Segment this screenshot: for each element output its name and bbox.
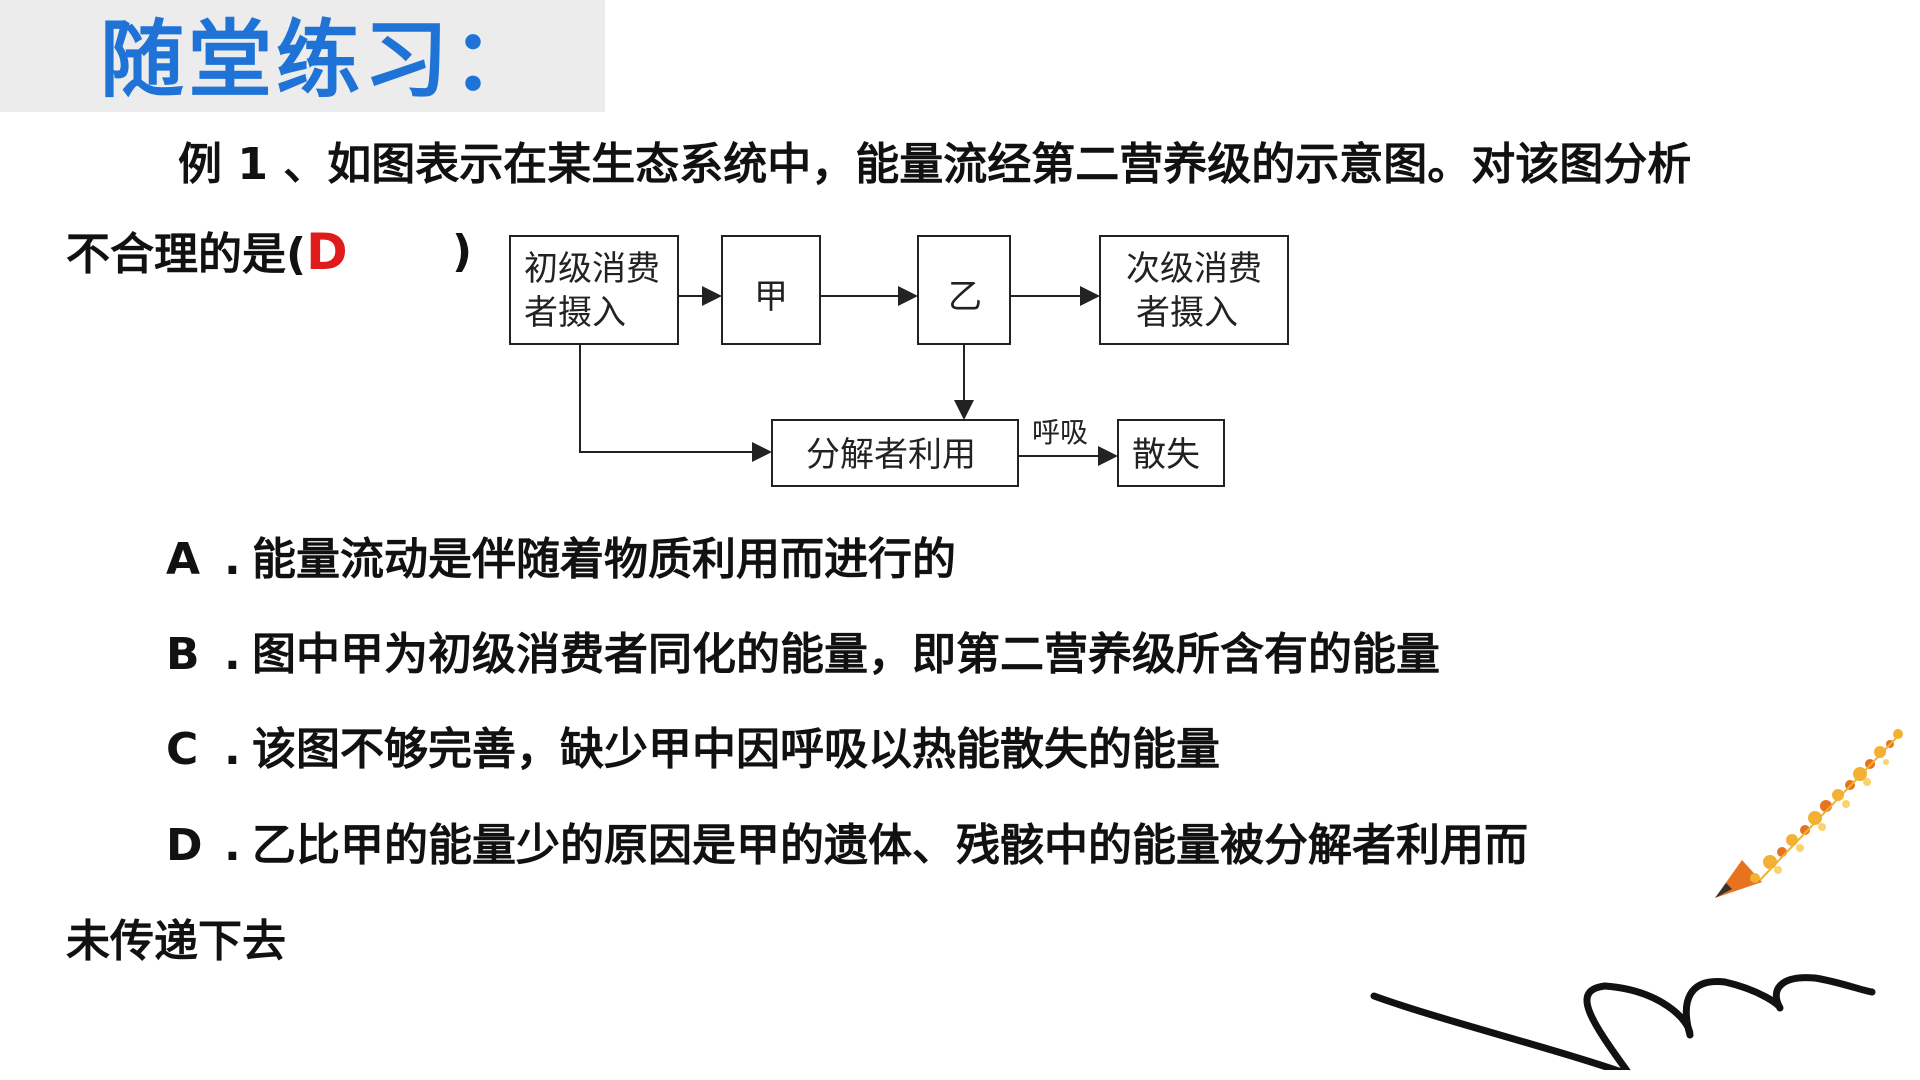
option-a-letter: A (166, 534, 201, 585)
page-title: 随堂练习： (100, 11, 541, 109)
option-d: D.乙比甲的能量少的原因是甲的遗体、残骸中的能量被分解者利用而 (166, 816, 1528, 876)
label-lost: 散失 (1132, 435, 1200, 475)
box-decomposer (771, 419, 1019, 487)
option-b-text: 图中甲为初级消费者同化的能量，即第二营养级所含有的能量 (252, 629, 1440, 680)
label-yi: 乙 (948, 277, 982, 317)
option-b-letter: B (166, 629, 200, 680)
title-bar (0, 0, 605, 112)
option-d-letter: D (166, 820, 203, 871)
label-secondary-l1: 次级消费 (1126, 249, 1262, 289)
question-close-paren: ) (452, 226, 473, 277)
pencil-decoration (1370, 729, 1903, 1070)
option-c-letter: C (166, 724, 199, 775)
label-primary-l2: 者摄入 (524, 293, 626, 333)
label-respiration: 呼吸 (1032, 416, 1088, 449)
label-decomposer: 分解者利用 (806, 435, 976, 475)
option-c: C.该图不够完善，缺少甲中因呼吸以热能散失的能量 (166, 720, 1220, 780)
option-c-text: 该图不够完善，缺少甲中因呼吸以热能散失的能量 (252, 724, 1220, 775)
box-lost (1117, 419, 1225, 487)
option-d-continuation: 未传递下去 (66, 916, 286, 967)
scribble-line (1370, 974, 1876, 1070)
pencil-icon (1715, 729, 1903, 898)
box-secondary-intake (1099, 235, 1289, 345)
question-line-1: 例 1 、如图表示在某生态系统中，能量流经第二营养级的示意图。对该图分析 (178, 139, 1692, 190)
box-yi (917, 235, 1011, 345)
option-a-text: 能量流动是伴随着物质利用而进行的 (252, 534, 956, 585)
energy-flow-diagram: 初级消费 者摄入 甲 乙 次级消费 者摄入 分解者利用 呼吸 散失 (509, 235, 1289, 487)
label-primary-l1: 初级消费 (524, 249, 660, 289)
option-b: B.图中甲为初级消费者同化的能量，即第二营养级所含有的能量 (166, 625, 1440, 685)
box-primary-intake (509, 235, 679, 345)
label-secondary-l2: 者摄入 (1136, 293, 1238, 333)
option-a: A.能量流动是伴随着物质利用而进行的 (166, 530, 956, 590)
answer-mark: D (306, 223, 348, 281)
arrow-primary-to-decomposer (579, 344, 772, 462)
option-d-text: 乙比甲的能量少的原因是甲的遗体、残骸中的能量被分解者利用而 (252, 820, 1528, 871)
box-jia (721, 235, 821, 345)
question-line-2: 不合理的是(D (66, 222, 348, 285)
label-jia: 甲 (754, 277, 788, 317)
question-prompt: 不合理的是( (66, 229, 307, 280)
